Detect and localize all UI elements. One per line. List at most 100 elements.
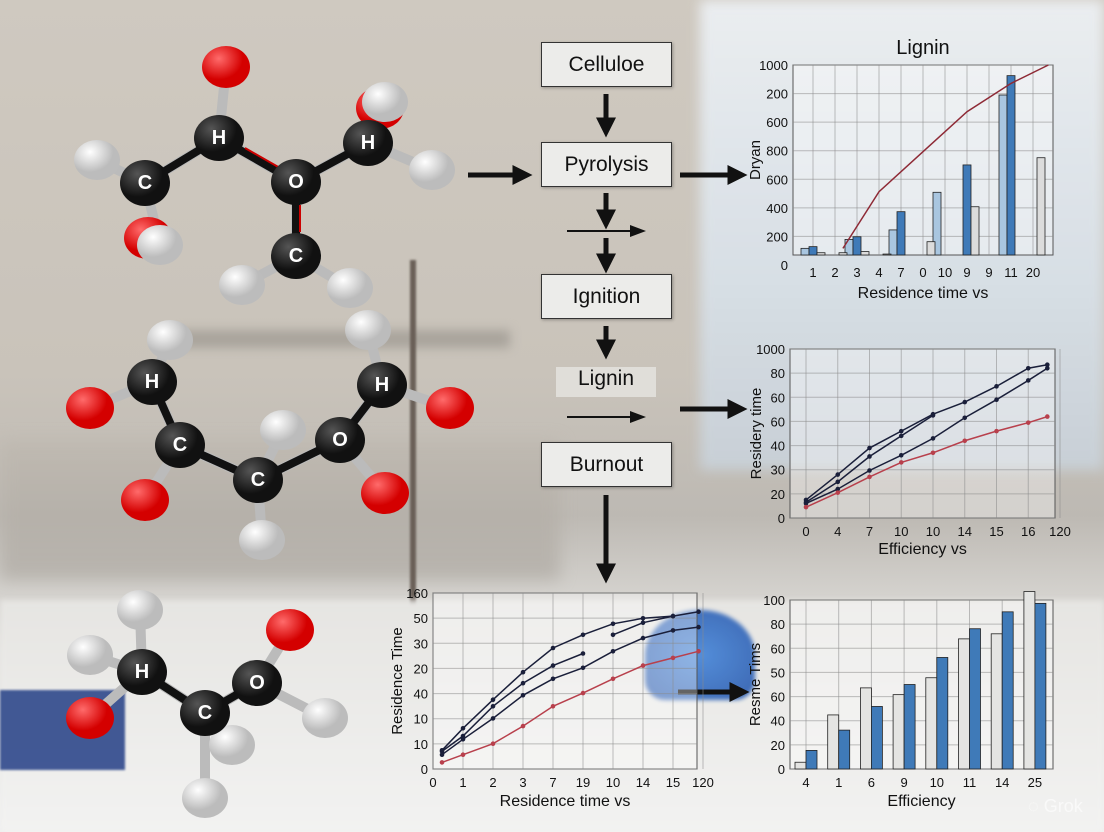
flow-step-celluloe: Celluloe [541, 42, 672, 87]
y-tick-label: 0 [778, 511, 785, 526]
data-point [580, 690, 586, 696]
x-tick-label: 15 [989, 524, 1003, 539]
data-point [994, 397, 999, 403]
atom-c [120, 160, 170, 206]
y-tick-label: 60 [771, 690, 785, 705]
x-tick-label: 14 [636, 775, 650, 790]
x-tick-label: 4 [875, 265, 882, 280]
x-axis-label: Residence time vs [858, 285, 989, 302]
x-tick-label: 6 [868, 775, 875, 790]
x-tick-label: 3 [853, 265, 860, 280]
atom-label: C [251, 469, 265, 491]
x-axis-label: Residence time vs [500, 793, 631, 810]
x-tick-label: 2 [489, 775, 496, 790]
x-tick-label: 11 [1004, 265, 1018, 280]
x-tick-label: 0 [919, 265, 926, 280]
data-point [1025, 378, 1031, 383]
x-tick-label: 4 [802, 775, 809, 790]
x-tick-label: 10 [930, 775, 944, 790]
y-tick-label: 0 [421, 762, 428, 777]
data-point [696, 649, 701, 654]
x-tick-label: 16 [1021, 524, 1035, 539]
x-tick-label: 14 [995, 775, 1009, 790]
bar-gray [926, 241, 936, 256]
oxygen-atom [121, 479, 169, 521]
x-axis-label: Efficiency vs [878, 541, 967, 558]
data-point [460, 733, 466, 739]
bar-light [932, 191, 942, 256]
data-point [580, 632, 586, 638]
data-point [962, 399, 968, 405]
flow-step-lignin: Lignin [556, 367, 656, 397]
atom-label: C [198, 702, 212, 724]
hydrogen-atom [147, 320, 193, 360]
y-tick-label: 80 [771, 366, 785, 381]
data-point [640, 635, 646, 641]
data-point [460, 737, 466, 742]
data-point [1045, 362, 1050, 368]
oxygen-atom [202, 46, 250, 88]
hydrogen-atom [209, 725, 255, 765]
y-axis-label: Dryan [747, 140, 764, 180]
x-tick-label: 0 [802, 524, 809, 539]
y-tick-label: 20 [771, 738, 785, 753]
x-tick-label: 2 [831, 265, 838, 280]
x-tick-label: 9 [963, 265, 970, 280]
oxygen-atom [66, 697, 114, 739]
bar-blue [871, 706, 883, 770]
data-point [490, 697, 496, 702]
x-tick-label: 10 [894, 524, 908, 539]
atom-h [194, 115, 244, 161]
x-axis-label: Efficiency [887, 793, 955, 810]
data-point [550, 704, 556, 709]
y-tick-label: 1000 [759, 58, 788, 73]
y-tick-label: 20 [771, 487, 785, 502]
data-point [610, 676, 616, 682]
series-line-4 [441, 626, 699, 756]
hydrogen-atom [74, 140, 120, 180]
chart-title: Lignin [896, 37, 949, 59]
y-tick-label: 100 [763, 593, 785, 608]
y-axis-label: Resme Tims [747, 643, 764, 726]
data-point [867, 468, 872, 473]
hydrogen-atom [137, 225, 183, 265]
data-point [898, 453, 904, 458]
data-point [610, 621, 616, 627]
data-point [520, 680, 526, 686]
data-point [803, 504, 809, 510]
data-point [520, 693, 526, 698]
bar-blue [1001, 611, 1014, 770]
data-point [670, 655, 676, 661]
data-point [460, 726, 466, 731]
series-line-1 [441, 610, 699, 751]
data-point [835, 490, 841, 495]
data-point [962, 415, 968, 421]
data-point [696, 624, 701, 630]
atom-c [155, 422, 205, 468]
data-point [580, 651, 586, 656]
data-point [994, 428, 999, 434]
bar-white [1023, 591, 1036, 770]
bar-dark [852, 236, 862, 256]
data-point [490, 741, 496, 746]
bar-dark [896, 211, 906, 256]
data-point [1045, 365, 1050, 371]
oxygen-atom [266, 609, 314, 651]
data-point [867, 474, 872, 480]
data-point [867, 454, 872, 459]
x-tick-label: 20 [1026, 265, 1040, 280]
data-point [610, 649, 616, 654]
data-point [439, 760, 445, 765]
data-point [439, 752, 445, 757]
data-point [460, 752, 466, 757]
y-tick-label: 10 [414, 737, 428, 752]
y-tick-label: 200 [766, 229, 788, 244]
data-point [550, 676, 556, 682]
y-tick-label: 60 [771, 641, 785, 656]
atom-label: H [361, 132, 375, 154]
bar-blue [838, 729, 851, 770]
